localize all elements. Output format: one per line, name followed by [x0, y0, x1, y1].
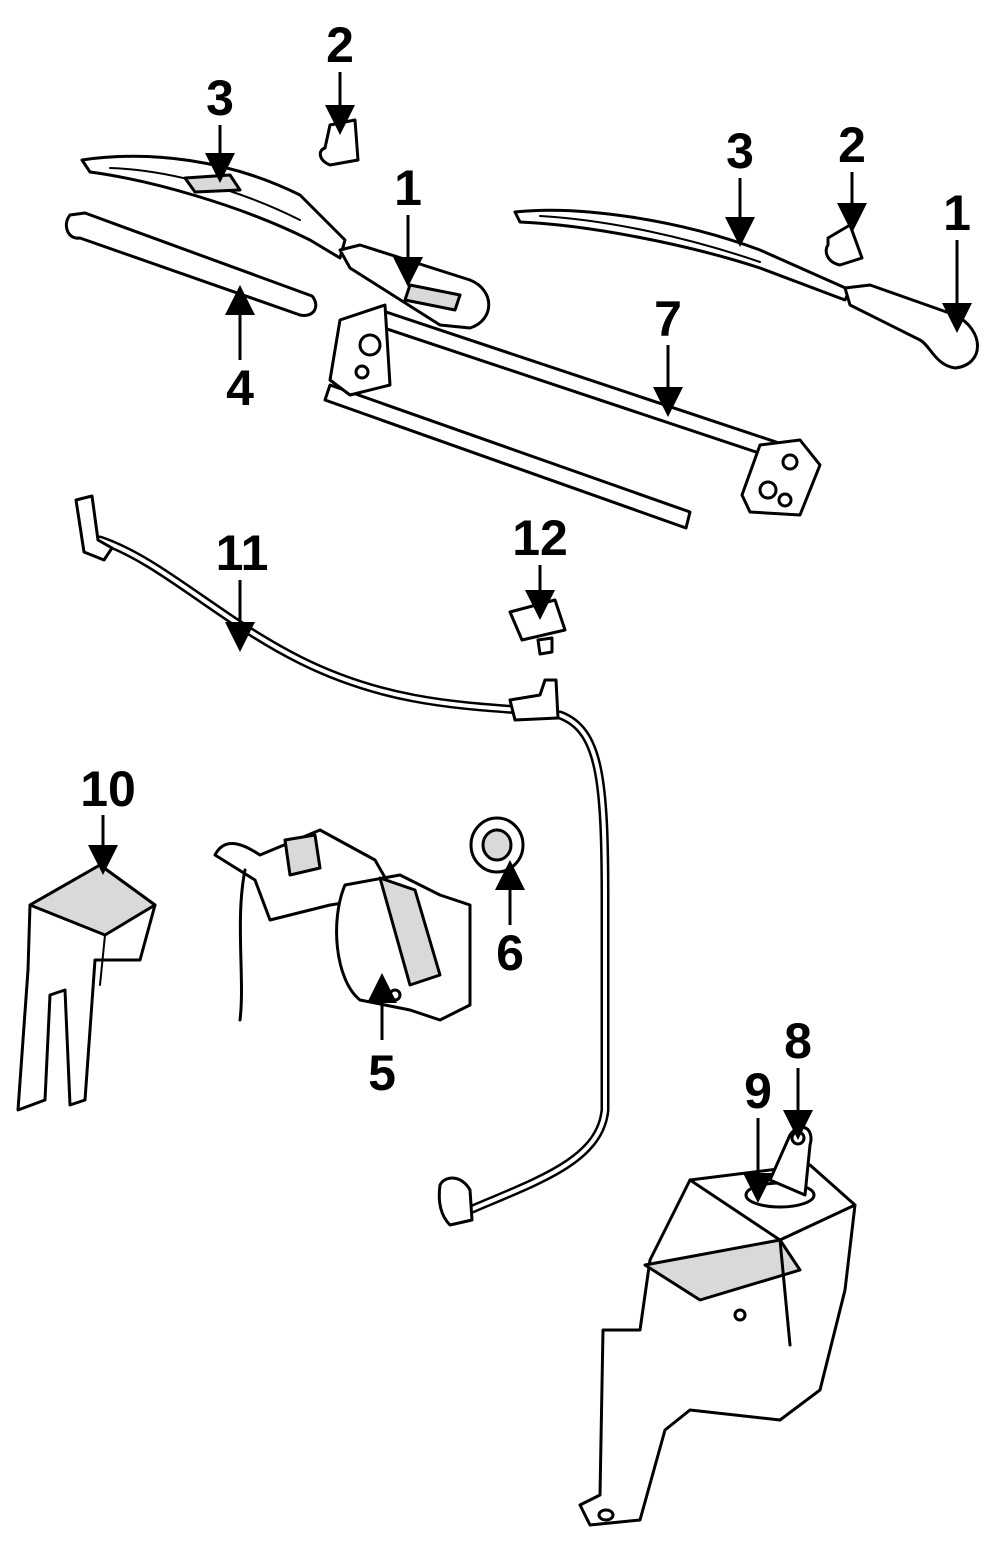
callout-4: 4	[226, 360, 254, 416]
grommet-seal	[469, 816, 525, 874]
callout-8: 8	[784, 1013, 812, 1069]
callout-11: 11	[216, 525, 269, 581]
callout-9: 9	[744, 1063, 772, 1119]
callout-3-right: 3	[726, 123, 754, 179]
callout-1-right: 1	[943, 185, 971, 241]
callout-5: 5	[368, 1045, 396, 1101]
callout-2-right: 2	[838, 117, 866, 173]
hose-clip	[508, 598, 567, 656]
callout-10: 10	[80, 761, 136, 817]
left-blade-refill	[64, 211, 318, 317]
right-wiper-blade	[513, 208, 852, 302]
callout-7: 7	[654, 291, 682, 347]
callout-12: 12	[512, 510, 568, 566]
left-arm-cap	[318, 118, 360, 167]
callout-1-left: 1	[394, 160, 422, 216]
wiper-linkage	[323, 303, 822, 530]
right-arm-cap	[824, 223, 864, 267]
washer-hose	[74, 494, 610, 1227]
leaders	[88, 72, 972, 1203]
motor-shield	[16, 863, 157, 1112]
callout-3-left: 3	[206, 70, 234, 126]
wiper-motor	[213, 828, 472, 1022]
callout-6: 6	[496, 925, 524, 981]
callout-2-left: 2	[326, 17, 354, 73]
washer-reservoir	[578, 1163, 857, 1527]
